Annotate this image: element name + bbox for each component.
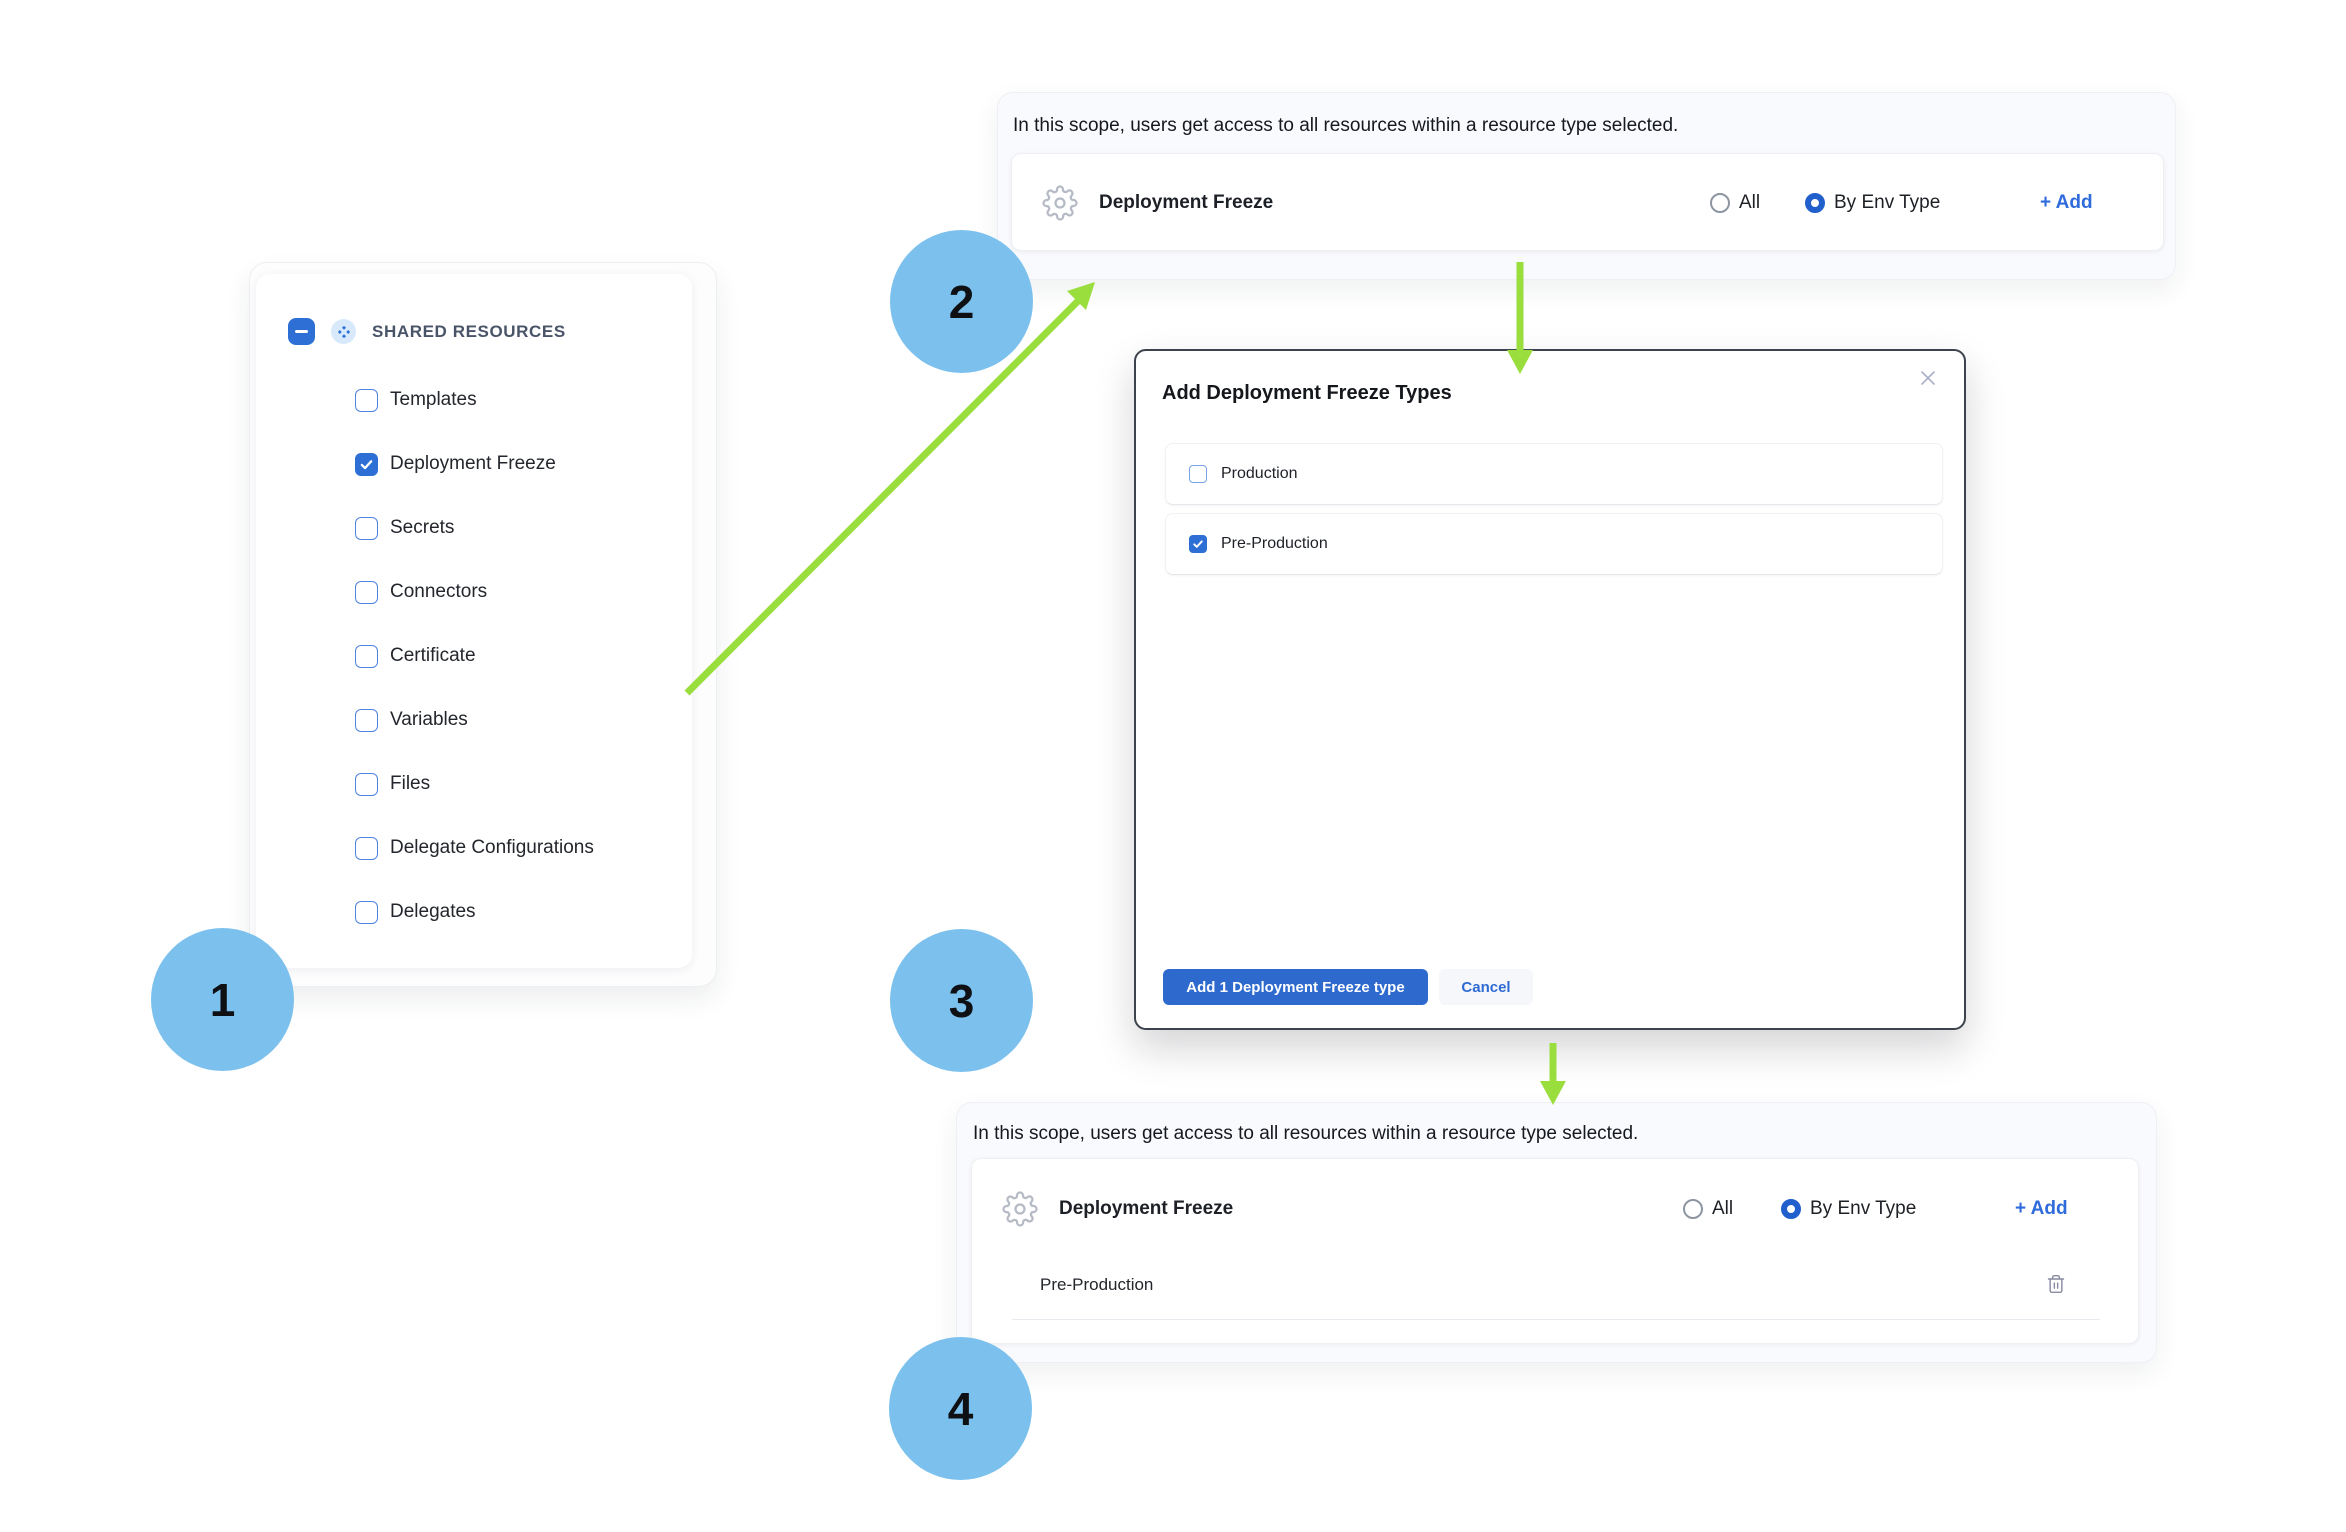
- radio-option-by-env-type[interactable]: By Env Type: [1805, 192, 1940, 214]
- radio-option-all[interactable]: All: [1683, 1198, 1733, 1220]
- add-button[interactable]: + Add: [2015, 1198, 2068, 1219]
- checkbox[interactable]: [1189, 465, 1207, 483]
- list-item-label: Certificate: [390, 645, 476, 666]
- resource-type-row: Deployment Freeze All By Env Type + Add: [972, 1159, 2138, 1259]
- close-icon[interactable]: [1917, 367, 1939, 389]
- modal-option-label: Production: [1221, 465, 1298, 482]
- resource-type-name: Deployment Freeze: [1099, 192, 1274, 213]
- step-badge-3: 3: [890, 929, 1033, 1072]
- radio-option-by-env-type[interactable]: By Env Type: [1781, 1198, 1916, 1220]
- checkbox[interactable]: [355, 708, 378, 732]
- scope-description: In this scope, users get access to all r…: [973, 1123, 1639, 1144]
- list-item[interactable]: Secrets: [355, 508, 594, 548]
- list-item-label: Delegate Configurations: [390, 837, 594, 858]
- resource-group-label: SHARED RESOURCES: [372, 321, 566, 341]
- modal-option-label: Pre-Production: [1221, 535, 1328, 552]
- checkbox[interactable]: [355, 516, 378, 540]
- modal-option-row[interactable]: Pre-Production: [1165, 513, 1943, 575]
- list-item-label: Delegates: [390, 901, 476, 922]
- list-item[interactable]: Deployment Freeze: [355, 444, 594, 484]
- scope-panel-bottom: In this scope, users get access to all r…: [956, 1102, 2157, 1363]
- resource-type-card: Deployment Freeze All By Env Type + Add: [1011, 153, 2164, 251]
- gear-icon: [1002, 1191, 1038, 1227]
- list-item-label: Files: [390, 773, 431, 794]
- checkbox[interactable]: [355, 772, 378, 796]
- row-divider: [1012, 1319, 2100, 1320]
- checkbox[interactable]: [1189, 535, 1207, 553]
- list-item[interactable]: Connectors: [355, 572, 594, 612]
- resource-group-header: SHARED RESOURCES: [288, 318, 566, 345]
- resource-panel: SHARED RESOURCES Templates Deployment Fr…: [256, 274, 692, 968]
- env-type-row-label: Pre-Production: [1040, 1275, 1154, 1294]
- modal-option-row[interactable]: Production: [1165, 443, 1943, 505]
- shared-resources-icon: [331, 319, 356, 344]
- resource-type-card: Deployment Freeze All By Env Type + Add …: [971, 1158, 2139, 1344]
- step-badge-4: 4: [889, 1337, 1032, 1480]
- list-item-label: Deployment Freeze: [390, 453, 556, 474]
- radio-icon[interactable]: [1781, 1199, 1801, 1219]
- trash-icon[interactable]: [2044, 1272, 2068, 1296]
- cancel-button[interactable]: Cancel: [1439, 969, 1533, 1005]
- list-item-label: Secrets: [390, 517, 455, 538]
- checkbox[interactable]: [355, 388, 378, 412]
- gear-icon: [1042, 185, 1078, 221]
- list-item[interactable]: Templates: [355, 380, 594, 420]
- list-item[interactable]: Variables: [355, 700, 594, 740]
- list-item[interactable]: Delegate Configurations: [355, 828, 594, 868]
- collapse-button[interactable]: [288, 318, 315, 345]
- radio-option-all[interactable]: All: [1710, 192, 1760, 214]
- list-item[interactable]: Delegates: [355, 892, 594, 932]
- radio-label: All: [1712, 1198, 1734, 1219]
- arrow-modal-to-bottom-panel: [1540, 1043, 1566, 1105]
- add-button[interactable]: + Add: [2040, 192, 2093, 213]
- scope-panel-top: In this scope, users get access to all r…: [997, 92, 2176, 280]
- step-badge-1: 1: [151, 928, 294, 1071]
- radio-icon[interactable]: [1683, 1199, 1703, 1219]
- arrow-checklist-to-top-panel: [684, 282, 1095, 696]
- checkbox[interactable]: [355, 900, 378, 924]
- minus-icon: [295, 330, 308, 333]
- radio-label: All: [1739, 192, 1761, 213]
- radio-label: By Env Type: [1834, 192, 1941, 213]
- list-item-label: Variables: [390, 709, 468, 730]
- add-deployment-freeze-types-modal: Add Deployment Freeze Types Production P…: [1134, 349, 1966, 1030]
- add-deployment-freeze-type-button[interactable]: Add 1 Deployment Freeze type: [1163, 969, 1428, 1005]
- step-badge-2: 2: [890, 230, 1033, 373]
- radio-icon[interactable]: [1710, 193, 1730, 213]
- checkbox[interactable]: [355, 452, 378, 476]
- list-item[interactable]: Certificate: [355, 636, 594, 676]
- resource-type-row: Deployment Freeze All By Env Type + Add: [1012, 154, 2163, 252]
- list-item-label: Templates: [390, 389, 477, 410]
- list-item-label: Connectors: [390, 581, 488, 602]
- radio-icon[interactable]: [1805, 193, 1825, 213]
- list-item[interactable]: Files: [355, 764, 594, 804]
- resource-type-name: Deployment Freeze: [1059, 1198, 1234, 1219]
- scope-description: In this scope, users get access to all r…: [1013, 115, 1679, 136]
- checkbox[interactable]: [355, 644, 378, 668]
- modal-title: Add Deployment Freeze Types: [1162, 382, 1452, 404]
- radio-label: By Env Type: [1810, 1198, 1917, 1219]
- checkbox[interactable]: [355, 580, 378, 604]
- checkbox[interactable]: [355, 836, 378, 860]
- resource-checklist: Templates Deployment Freeze Secrets Conn…: [355, 380, 594, 932]
